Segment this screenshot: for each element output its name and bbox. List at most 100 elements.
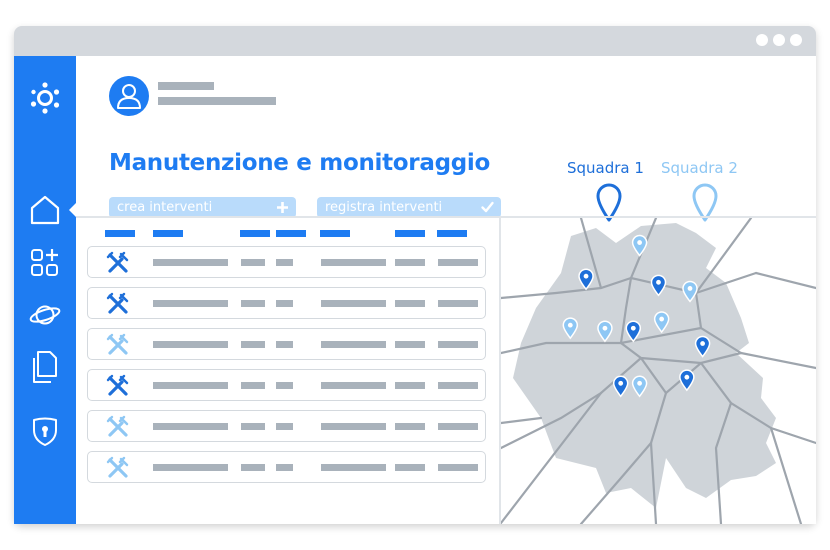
row-cell-4 [321,300,386,307]
row-cell-5 [395,423,425,430]
page-header: Manutenzione e monitoraggio crea interve… [76,56,816,222]
map-canvas [501,218,816,524]
active-indicator [69,202,77,218]
row-cell-5 [395,382,425,389]
map-view[interactable] [501,218,816,524]
avatar[interactable] [109,76,149,116]
check-icon [481,201,494,213]
column-header-2[interactable] [153,230,183,237]
logo-icon[interactable] [26,78,64,116]
home-icon[interactable] [26,191,64,229]
row-cell-2 [241,259,265,266]
table-row[interactable] [87,328,486,360]
map-pins [562,234,711,398]
user-role-placeholder [158,97,276,105]
row-cell-6 [438,259,478,266]
table-row[interactable] [87,369,486,401]
row-cell-5 [395,464,425,471]
create-interventions-button[interactable]: crea interventi [109,197,296,218]
tools-icon [106,456,129,478]
table-row[interactable] [87,451,486,483]
map-pin-icon[interactable] [578,268,594,291]
row-cell-3 [276,464,293,471]
row-cell-2 [241,341,265,348]
row-cell-4 [321,341,386,348]
apps-add-icon[interactable] [26,244,64,282]
sidebar [14,56,77,524]
table-row[interactable] [87,287,486,319]
window-dot-2[interactable] [773,34,785,46]
map-pin-icon[interactable] [631,375,648,398]
window-controls [756,34,802,46]
column-header-3[interactable] [240,230,270,237]
team-2-tab[interactable]: Squadra 2 [661,159,738,177]
page-title: Manutenzione e monitoraggio [109,150,490,176]
row-cell-6 [438,382,478,389]
row-cell-5 [395,341,425,348]
app-window: Manutenzione e monitoraggio crea interve… [14,26,816,524]
window-dot-3[interactable] [790,34,802,46]
row-cell-1 [153,341,228,348]
row-cell-1 [153,300,228,307]
row-cell-1 [153,259,228,266]
title-bar [14,26,816,56]
panel-divider [499,218,501,524]
row-cell-1 [153,423,228,430]
documents-icon[interactable] [26,348,64,386]
map-pin-icon[interactable] [597,320,613,343]
map-pin-icon[interactable] [612,375,629,398]
column-header-6[interactable] [395,230,425,237]
map-pin-icon[interactable] [694,335,711,358]
register-interventions-button[interactable]: registra interventi [317,197,501,218]
map-pin-icon[interactable] [631,234,648,257]
row-cell-4 [321,423,386,430]
map-pin-icon[interactable] [653,311,670,334]
map-pin-icon[interactable] [682,280,698,303]
row-cell-2 [241,382,265,389]
table-row[interactable] [87,246,486,278]
column-header-7[interactable] [437,230,467,237]
row-cell-2 [241,423,265,430]
row-cell-4 [321,464,386,471]
create-interventions-label: crea interventi [117,200,213,215]
row-cell-5 [395,300,425,307]
tools-icon [106,333,129,355]
map-pin-icon[interactable] [625,320,642,343]
window-dot-1[interactable] [756,34,768,46]
map-pin-icon[interactable] [562,317,579,340]
row-cell-3 [276,423,293,430]
interventions-table [76,218,499,524]
column-header-5[interactable] [320,230,350,237]
register-interventions-label: registra interventi [325,200,443,215]
team-1-pin-icon [596,183,622,222]
city-area [513,223,776,508]
row-cell-6 [438,464,478,471]
column-header-1[interactable] [105,230,135,237]
column-header-4[interactable] [276,230,306,237]
user-icon [117,84,141,109]
row-cell-4 [321,382,386,389]
map-pin-icon[interactable] [650,274,667,297]
shield-lock-icon[interactable] [26,412,64,450]
row-cell-3 [276,382,293,389]
row-cell-5 [395,259,425,266]
row-cell-6 [438,300,478,307]
map-pin-icon[interactable] [679,369,695,392]
row-cell-3 [276,341,293,348]
row-cell-3 [276,300,293,307]
row-cell-6 [438,423,478,430]
row-cell-6 [438,341,478,348]
plus-icon [277,202,288,213]
tools-icon [106,415,129,437]
tools-icon [106,374,129,396]
table-row[interactable] [87,410,486,442]
planet-icon[interactable] [26,296,64,334]
tools-icon [106,251,129,273]
row-cell-1 [153,382,228,389]
team-2-pin-icon [692,183,718,222]
row-cell-1 [153,464,228,471]
team-1-tab[interactable]: Squadra 1 [567,159,644,177]
row-cell-2 [241,300,265,307]
header-divider [76,216,816,218]
row-cell-4 [321,259,386,266]
